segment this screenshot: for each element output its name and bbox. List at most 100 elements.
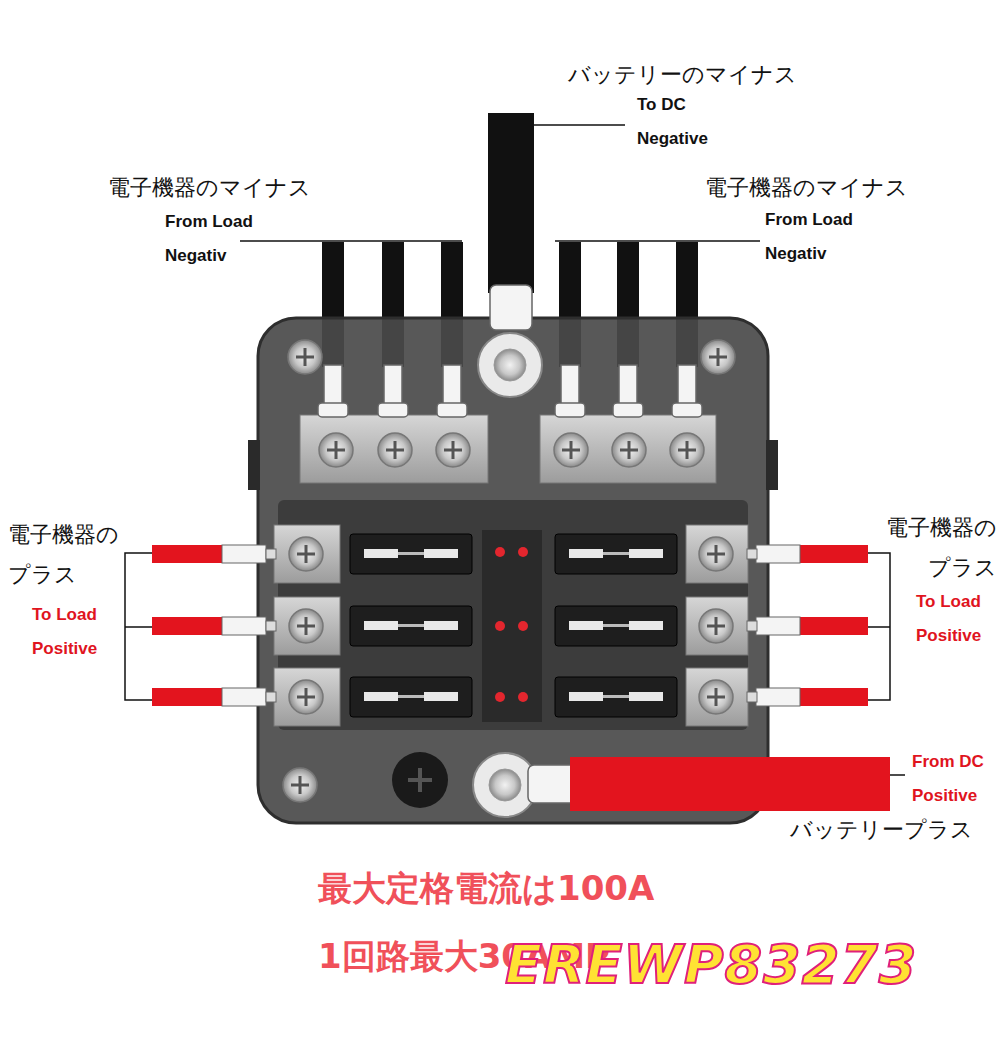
illustration-part (248, 440, 260, 490)
illustration-part (756, 688, 800, 706)
part-name: 電子機器のマイナス (705, 168, 965, 208)
illustration-part (278, 500, 748, 730)
illustration-part (350, 677, 472, 717)
illustration-part (289, 609, 323, 643)
illustration-part (222, 617, 266, 635)
illustration-part (350, 606, 472, 646)
illustration-part (555, 240, 760, 242)
illustration-part (495, 692, 505, 702)
illustration-part (319, 433, 704, 467)
illustration-part (672, 403, 702, 417)
illustration-part (800, 688, 868, 706)
illustration-part (289, 537, 323, 571)
illustration-part (392, 752, 448, 808)
part-name: From Load Negativ (765, 203, 860, 271)
illustration-part (686, 668, 748, 726)
illustration-part (868, 553, 890, 700)
illustration-part (747, 692, 757, 702)
illustration-part (318, 285, 702, 417)
illustration-part (266, 621, 276, 631)
illustration-part (570, 757, 890, 811)
illustration-part (613, 403, 643, 417)
illustration-part (540, 415, 716, 483)
illustration-part (561, 365, 579, 405)
part-name: バッテリープラス (790, 810, 990, 850)
illustration-part (152, 617, 222, 635)
illustration-part (756, 545, 800, 563)
illustration-part (443, 365, 461, 405)
illustration-part (240, 240, 462, 242)
rating-note: 最大定格電流は100A (318, 866, 654, 910)
illustration-part (747, 549, 757, 559)
illustration-part (533, 124, 625, 126)
illustration-part (222, 545, 266, 563)
illustration-part (555, 534, 677, 574)
illustration-part (612, 433, 646, 467)
illustration-part (686, 597, 748, 655)
illustration-part (699, 537, 733, 571)
illustration-part (699, 680, 733, 714)
illustration-part (678, 365, 696, 405)
illustration-part (274, 525, 340, 583)
illustration-part (378, 433, 412, 467)
illustration-part (495, 621, 505, 631)
illustration-part (350, 534, 472, 574)
illustration-part (488, 113, 534, 293)
illustration-part (490, 285, 532, 330)
illustration-part (518, 692, 528, 702)
illustration-part (152, 545, 222, 563)
illustration-part (699, 609, 733, 643)
illustration-part (266, 549, 276, 559)
illustration-part (495, 547, 505, 557)
illustration-part (266, 692, 276, 702)
illustration-part (152, 688, 222, 706)
illustration-part (384, 365, 402, 405)
illustration-part (619, 365, 637, 405)
illustration-part (378, 403, 408, 417)
part-name: To Load Positive (32, 598, 112, 666)
illustration-part (489, 769, 521, 801)
part-name: 電子機器の プラス (8, 515, 120, 595)
illustration-part (747, 621, 757, 631)
illustration-part (437, 403, 467, 417)
illustration-part (324, 365, 342, 405)
illustration-part (274, 668, 340, 726)
illustration-part (478, 333, 542, 397)
illustration-part (494, 349, 526, 381)
illustration-part (300, 415, 488, 483)
part-name: To DC Negative (637, 88, 717, 156)
illustration-part (283, 768, 317, 802)
illustration-part (274, 597, 340, 655)
illustration-part (258, 318, 768, 823)
illustration-part (686, 525, 748, 583)
illustration-part (319, 433, 353, 467)
illustration-part (555, 677, 677, 717)
illustration-part (890, 774, 905, 776)
part-name: 電子機器の プラス (877, 508, 997, 588)
illustration-part (800, 545, 868, 563)
illustration-part (518, 547, 528, 557)
illustration-part (274, 525, 748, 726)
illustration-part (495, 547, 528, 702)
illustration-part (800, 617, 868, 635)
illustration-part (408, 768, 432, 792)
illustration-part (482, 530, 542, 722)
part-name: バッテリーのマイナス (568, 55, 868, 95)
illustration-part (436, 433, 470, 467)
illustration-part (318, 403, 348, 417)
illustration-part (289, 680, 323, 714)
illustration-part (288, 340, 322, 374)
part-name: From Load Negativ (165, 205, 260, 273)
part-name: To Load Positive (916, 585, 996, 653)
illustration-part (125, 553, 155, 700)
part-name: From DC Positive (912, 745, 997, 813)
illustration-part (152, 545, 868, 706)
illustration-part (701, 340, 735, 374)
part-name: 電子機器のマイナス (108, 168, 368, 208)
illustration-part (518, 621, 528, 631)
illustration-part (555, 606, 677, 646)
illustration-part (555, 403, 585, 417)
illustration-part (766, 440, 778, 490)
illustration-part (670, 433, 704, 467)
illustration-part (756, 617, 800, 635)
